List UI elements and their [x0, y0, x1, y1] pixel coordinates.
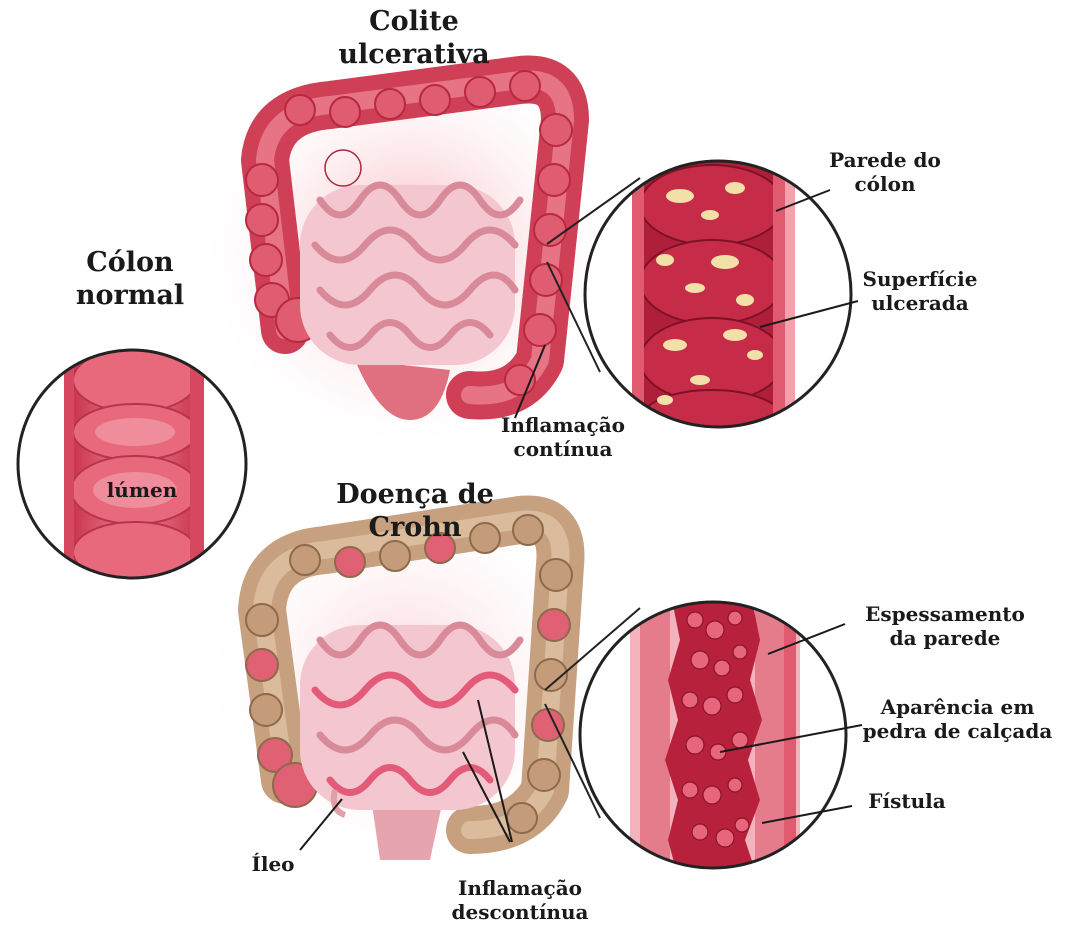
- label-ileo: Íleo: [238, 852, 308, 876]
- label-fistula: Fístula: [852, 789, 962, 813]
- label-lumen: lúmen: [92, 478, 192, 502]
- colite-colon-figure: [210, 60, 610, 440]
- crohn-colon-figure: [215, 500, 595, 860]
- normal-colon-magnifier: [18, 340, 246, 590]
